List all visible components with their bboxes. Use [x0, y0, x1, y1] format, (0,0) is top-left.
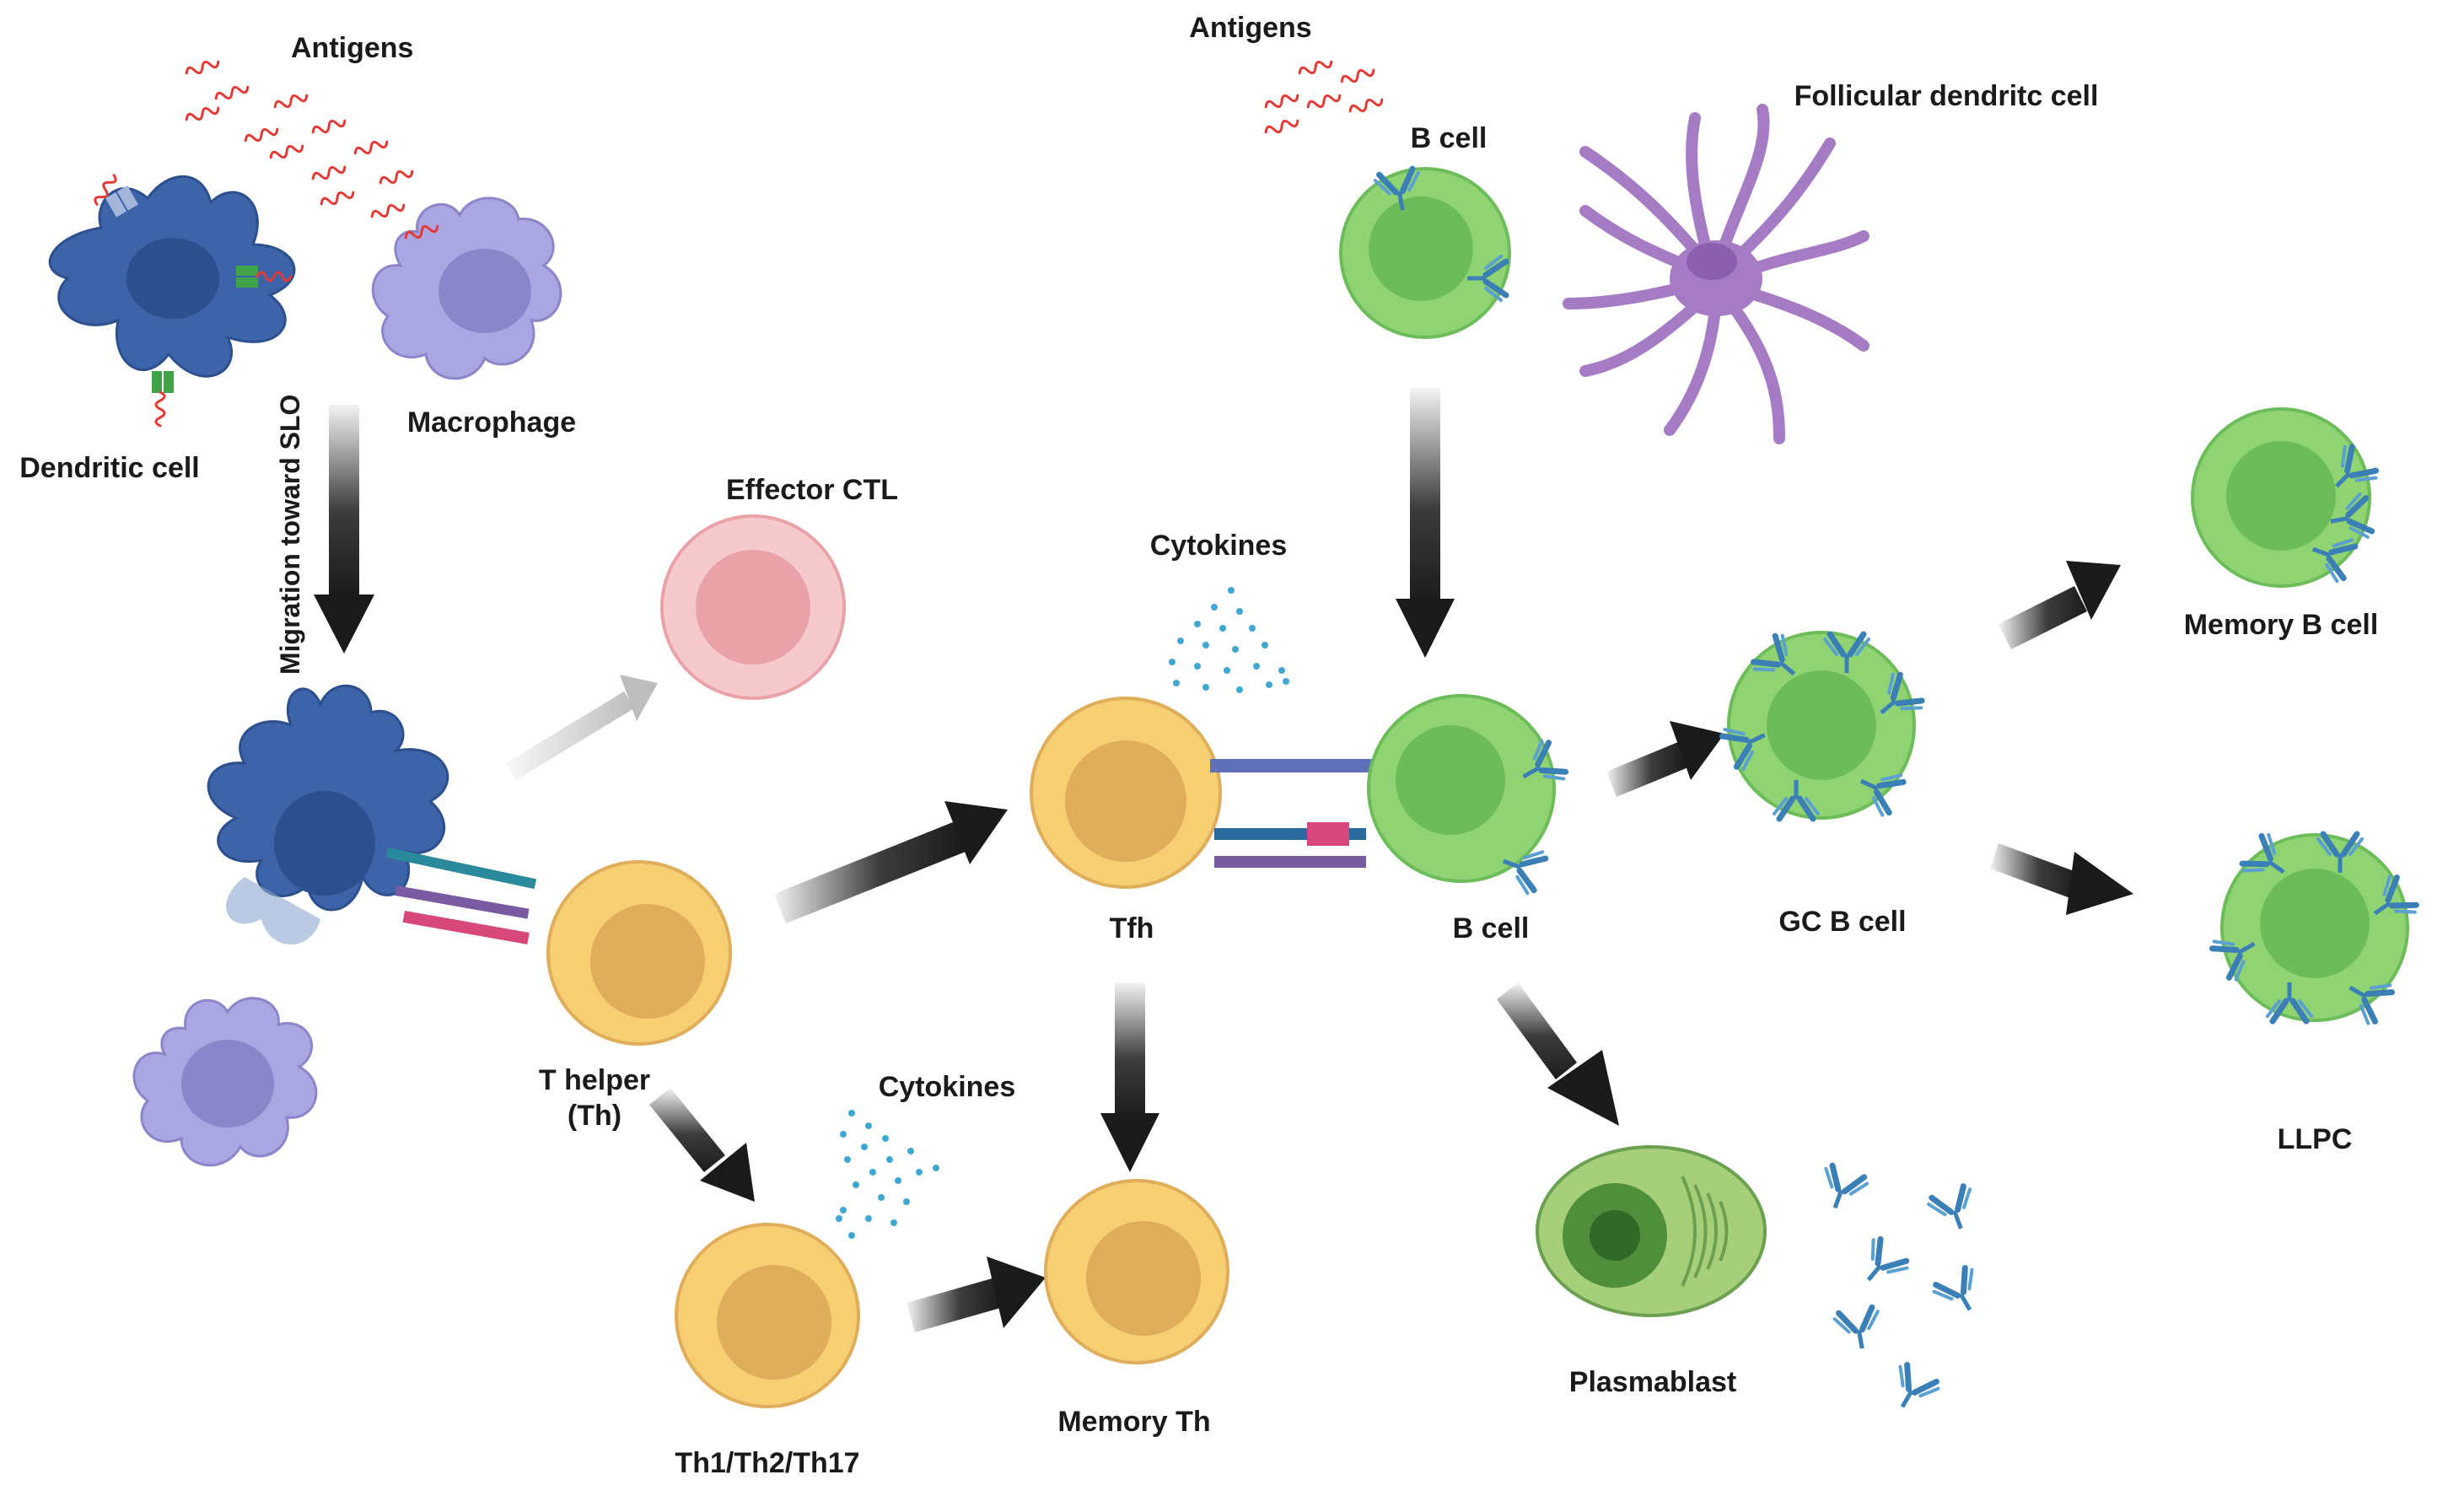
antigens-label-right: Antigens [1189, 12, 1311, 44]
th-subset-cell [675, 1223, 860, 1408]
b-cell-top-label: B cell [1411, 122, 1488, 154]
arrow-bcell-to-gc [1606, 721, 1724, 797]
th-subsets-label: Th1/Th2/Th17 [675, 1447, 859, 1479]
dc-th-receptor-complex [385, 847, 537, 944]
macrophage-bottom [132, 997, 318, 1167]
plasmablast-cell [1536, 1145, 1767, 1317]
b-cell-mid-label: B cell [1453, 912, 1530, 944]
gc-b-cell-label: GC B cell [1778, 906, 1906, 938]
llpc-label: LLPC [2278, 1123, 2353, 1155]
fdc-label: Follicular dendritc cell [1794, 80, 2099, 112]
migration-arrow [314, 405, 374, 654]
llpc-cell [2209, 831, 2418, 1025]
cytokines-label-bottom: Cytokines [879, 1071, 1016, 1103]
arrow-th-to-subsets [649, 1088, 755, 1202]
b-cell-mid [1367, 694, 1568, 895]
macrophage-label: Macrophage [407, 406, 576, 439]
antigens-cluster-right [1262, 56, 1385, 138]
fdc-body [1670, 240, 1762, 316]
arrow-bcell-down [1396, 388, 1455, 658]
dendritic-cell-label: Dendritic cell [19, 452, 200, 484]
tfh-cell [1030, 697, 1222, 889]
cytokines-bottom-cluster [836, 1110, 939, 1239]
cytokines-top-cluster [1169, 587, 1289, 693]
arrow-to-ctl [506, 675, 658, 780]
memory-th-cell [1044, 1179, 1229, 1364]
memory-th-label: Memory Th [1057, 1406, 1210, 1438]
memory-b-cell-label: Memory B cell [2184, 609, 2379, 641]
gc-b-cell [1720, 632, 1925, 819]
migration-label: Migration toward SLO [275, 395, 305, 675]
t-helper-label-line1: T helper [539, 1064, 650, 1096]
dendritic-cell-presenting [207, 684, 449, 944]
arrow-tfh-to-memory-th [1100, 982, 1159, 1172]
plasmablast-label: Plasmablast [1569, 1366, 1736, 1398]
tfh-label: Tfh [1110, 912, 1154, 944]
t-helper-cell [546, 860, 732, 1046]
arrow-bcell-to-plasmablast [1497, 982, 1619, 1126]
arrow-gc-to-llpc [1990, 843, 2133, 915]
dendritic-cell-top [48, 171, 296, 428]
tfh-bcell-receptor-complex [1210, 759, 1408, 868]
arrow-subsets-to-memory-th [907, 1257, 1046, 1332]
effector-ctl-cell [660, 514, 846, 700]
effector-ctl-label: Effector CTL [726, 474, 898, 506]
antigens-label-left: Antigens [291, 32, 413, 64]
t-helper-label-line2: (Th) [568, 1100, 621, 1132]
free-antibodies [1815, 1164, 1989, 1418]
memory-b-cell [2191, 407, 2380, 588]
arrow-gc-to-memory-b [1999, 561, 2121, 649]
b-cell-top [1339, 168, 1511, 339]
arrow-th-to-tfh [774, 801, 1008, 923]
cytokines-label-top: Cytokines [1150, 530, 1288, 562]
macrophage-top [371, 196, 562, 380]
